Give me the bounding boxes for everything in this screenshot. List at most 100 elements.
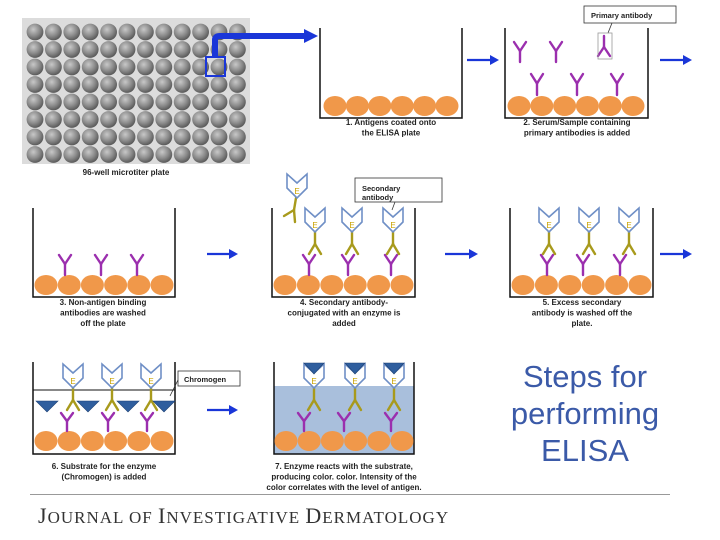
- plate-well: [81, 58, 99, 76]
- enzyme-label: E: [349, 221, 354, 230]
- footer-ournal: OURNAL OF: [47, 508, 158, 527]
- title-line-1: Steps for: [522, 359, 648, 394]
- secondary-antibody: E: [383, 362, 405, 412]
- antigen: [345, 96, 369, 116]
- step-caption-line: 6. Substrate for the enzyme: [52, 462, 157, 471]
- antigen: [104, 275, 128, 295]
- plate-well: [63, 111, 81, 128]
- primary-antibody: [296, 411, 312, 433]
- primary-antibody: [529, 72, 545, 97]
- callout-secondary: Secondary antibody: [354, 177, 443, 211]
- plate-well: [45, 111, 62, 128]
- plate-well: [155, 41, 173, 58]
- plate-well: [137, 128, 154, 146]
- primary-antibody: [569, 72, 585, 97]
- antigen: [530, 96, 554, 116]
- step-arrow: [467, 55, 499, 65]
- plate-well: [81, 41, 99, 58]
- plate-well: [155, 111, 173, 128]
- antigen: [57, 275, 81, 295]
- callout-secondary-label-1: Secondary: [362, 184, 401, 193]
- plate-well: [26, 76, 44, 93]
- plate-well: [63, 128, 81, 146]
- antigen: [274, 431, 298, 451]
- primary-antibody: [596, 34, 612, 58]
- callout-secondary-label-2: antibody: [362, 193, 394, 202]
- enzyme: [62, 362, 84, 390]
- well-1: [319, 28, 463, 119]
- plate-well: [118, 58, 136, 76]
- plate-well: [81, 93, 99, 111]
- plate-well: [192, 146, 210, 163]
- well-4: [271, 208, 416, 298]
- plate-well: [173, 58, 191, 76]
- antigen: [575, 96, 599, 116]
- plate-well: [155, 146, 173, 163]
- antigen: [104, 431, 128, 451]
- primary-antibody: [340, 253, 356, 277]
- plate-well: [100, 23, 117, 41]
- enzyme-label: E: [109, 377, 114, 386]
- plate-well: [63, 58, 81, 76]
- enzyme: [304, 206, 326, 234]
- antigen: [605, 275, 629, 295]
- title-line-3: ELISA: [541, 433, 629, 468]
- primary-antibody: [539, 253, 555, 277]
- chromogen: [383, 362, 405, 375]
- plate-well: [155, 58, 173, 76]
- primary-antibody: [129, 253, 145, 277]
- enzyme: [140, 362, 162, 390]
- plate-well: [45, 58, 62, 76]
- plate-well: [229, 146, 246, 163]
- plate-well: [229, 93, 246, 111]
- antigen: [127, 275, 151, 295]
- plate-well: [229, 111, 246, 128]
- plate-well: [26, 146, 44, 163]
- plate-well: [26, 23, 44, 41]
- plate-well: [173, 76, 191, 93]
- antigen: [598, 96, 622, 116]
- plate-well: [100, 41, 117, 58]
- antigen: [80, 431, 104, 451]
- primary-antibody: [575, 253, 591, 277]
- antigen: [553, 96, 577, 116]
- plate-well: [229, 41, 246, 58]
- antigen: [323, 96, 347, 116]
- journal-footer: JOURNAL OF INVESTIGATIVE DERMATOLOGY: [38, 503, 449, 529]
- footer-nvestigative: NVESTIGATIVE: [166, 508, 306, 527]
- enzyme-label: E: [626, 221, 631, 230]
- antigen: [413, 96, 437, 116]
- plate-well: [137, 41, 154, 58]
- plate-well: [100, 93, 117, 111]
- secondary-antibody: E: [538, 206, 560, 256]
- plate-well: [26, 41, 44, 58]
- plate-well: [45, 41, 62, 58]
- plate-well: [137, 58, 154, 76]
- plate-well: [173, 111, 191, 128]
- diagram-title: Steps for performing ELISA: [480, 358, 690, 469]
- plate-well: [173, 128, 191, 146]
- plate-well: [100, 76, 117, 93]
- footer-ermatology: ERMATOLOGY: [322, 508, 450, 527]
- chromogen: [152, 400, 176, 413]
- enzyme: [578, 206, 600, 234]
- chromogen: [344, 362, 366, 375]
- plate-well: [26, 58, 44, 76]
- step-arrow: [445, 249, 478, 259]
- callout-chromogen: Chromogen: [169, 370, 241, 397]
- step-arrow: [660, 249, 692, 259]
- enzyme-label: E: [391, 377, 396, 386]
- enzyme: [101, 362, 123, 390]
- antigen: [344, 431, 368, 451]
- antigen: [320, 431, 344, 451]
- plate-well: [155, 76, 173, 93]
- plate-well: [155, 93, 173, 111]
- step-caption-line: added: [332, 319, 356, 328]
- plate-well: [210, 93, 228, 111]
- plate-well: [118, 111, 136, 128]
- antigen: [628, 275, 652, 295]
- zoom-connector: [212, 33, 306, 57]
- footer-i: I: [158, 503, 167, 528]
